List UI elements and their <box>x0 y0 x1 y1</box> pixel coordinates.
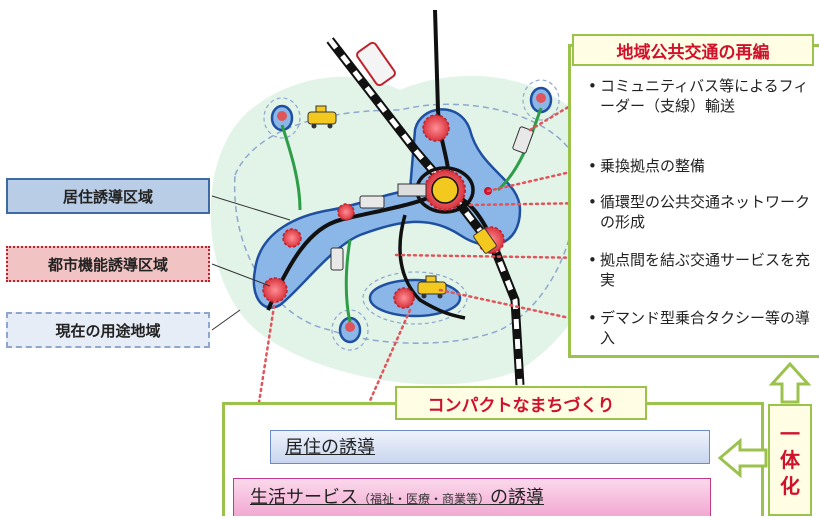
transport-item-inter-hub-service: 拠点間を結ぶ交通サービスを充実 <box>600 251 811 289</box>
life-services-bar: 生活サービス（福祉・医療・商業等）の誘導 <box>233 478 711 516</box>
feeder-route-s <box>344 239 352 323</box>
integration-label: 一 体 化 <box>768 404 812 516</box>
land-area <box>210 75 613 385</box>
residential-guidance-text: 居住の誘導 <box>285 437 375 458</box>
urban-hub-south <box>393 287 415 309</box>
regional-transport-title: 地域公共交通の再編 <box>572 34 814 66</box>
station-icon <box>397 183 427 197</box>
transport-item-demand-taxi: デマンド型乗合タクシー等の導入 <box>600 309 811 347</box>
bus-icon-e <box>473 228 497 254</box>
integration-char-3: 化 <box>780 474 800 498</box>
urban-hub-mid <box>337 203 355 221</box>
legend-urban-function-area: 都市機能誘導区域 <box>6 246 210 282</box>
taxi-icon-nw <box>307 105 337 129</box>
bullet: • <box>588 251 597 269</box>
bullet: • <box>588 309 597 327</box>
life-services-prefix: 生活サービス <box>250 487 358 508</box>
current-use-outline <box>233 103 577 344</box>
bullet: • <box>588 193 597 211</box>
bullet: • <box>588 77 597 95</box>
transport-item-transfer-hub: 乗換拠点の整備 <box>600 157 706 175</box>
regional-transport-panel <box>568 44 819 358</box>
up-arrow-icon <box>768 362 812 404</box>
compact-city-title: コンパクトなまちづくり <box>395 386 647 420</box>
feeder-route-nw <box>280 124 302 211</box>
transport-item-circular-network: 循環型の公共交通ネットワークの形成 <box>600 193 811 231</box>
urban-hub-north <box>422 114 450 142</box>
legend-residential-area: 居住誘導区域 <box>6 178 210 214</box>
left-arrow-icon <box>718 438 768 478</box>
train-icon <box>356 41 396 87</box>
life-services-suffix: の誘導 <box>490 487 545 508</box>
integration-char-1: 一 <box>780 422 800 446</box>
bus-icon-ne <box>512 126 534 154</box>
urban-hub-sw <box>262 277 288 303</box>
transport-item-feeder: コミュニティバス等によるフィーダー（支線）輸送 <box>600 77 809 115</box>
main-road <box>266 9 451 311</box>
life-services-detail: （福祉・医療・商業等） <box>358 492 491 506</box>
integration-char-2: 体 <box>780 448 800 472</box>
residential-guidance-bar: 居住の誘導 <box>270 430 710 464</box>
bus-icon-s <box>330 247 344 271</box>
taxi-icon-s <box>417 275 447 299</box>
legend-current-use-area: 現在の用途地域 <box>6 312 210 348</box>
urban-hub-west <box>282 228 302 248</box>
bus-icon-w <box>359 195 385 209</box>
bullet: • <box>588 157 597 175</box>
